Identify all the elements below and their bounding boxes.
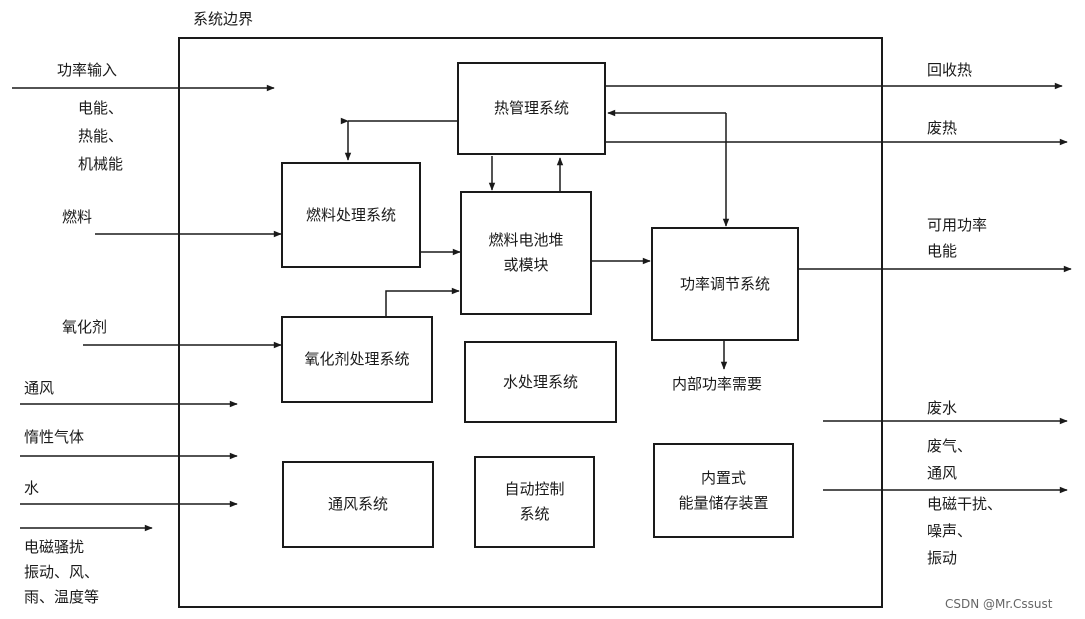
thermal-management-label: 热管理系统 [493,99,569,117]
water-treatment-label: 水处理系统 [502,372,578,391]
power-types-label: 电能、 热能、 机械能 [78,99,124,173]
oxidant-to-stack-arrow [385,287,460,316]
oxidant-processing-label: 氧化剂处理系统 [304,350,410,368]
exhaust-label: 废气、 通风 [927,437,973,482]
oxidant-label: 氧化剂 [62,318,108,336]
watermark: CSDN @Mr.Cssust [945,597,1053,611]
usable-power-label: 可用功率 电能 [927,216,988,260]
fuel-label: 燃料 [62,208,93,226]
fuel-cell-stack-block: 燃料电池堆 或模块 [460,191,592,315]
oxidant-processing-block: 氧化剂处理系统 [281,316,433,403]
water-input-label: 水 [24,479,40,497]
emissions-label: 电磁干扰、 噪声、 振动 [927,495,1003,567]
fuel-cell-stack-label: 燃料电池堆 或模块 [488,231,564,274]
fuel-processing-block: 燃料处理系统 [281,162,421,268]
waste-heat-label: 废热 [927,119,958,137]
energy-storage-label: 内置式 能量储存装置 [678,468,769,512]
recovered-heat-label: 回收热 [927,61,973,79]
fuel-processing-label: 燃料处理系统 [305,205,396,224]
system-boundary-frame [178,37,883,608]
automatic-control-label: 自动控制 系统 [504,480,565,523]
energy-storage-block: 内置式 能量储存装置 [653,443,794,538]
ventilation-system-label: 通风系统 [327,495,388,513]
system-boundary-label: 系统边界 [193,10,254,28]
water-treatment-block: 水处理系统 [464,341,617,423]
power-conditioning-block: 功率调节系统 [651,227,799,341]
inert-gas-label: 惰性气体 [24,428,85,446]
automatic-control-block: 自动控制 系统 [474,456,595,548]
disturbance-label: 电磁骚扰 振动、风、 雨、温度等 [24,538,100,606]
waste-water-label: 废水 [927,399,958,417]
ventilation-input-label: 通风 [24,379,55,397]
power-input-label: 功率输入 [57,61,118,79]
internal-power-label: 内部功率需要 [672,375,763,393]
thermal-management-block: 热管理系统 [457,62,606,155]
power-conditioning-label: 功率调节系统 [679,274,770,293]
ventilation-system-block: 通风系统 [282,461,434,548]
